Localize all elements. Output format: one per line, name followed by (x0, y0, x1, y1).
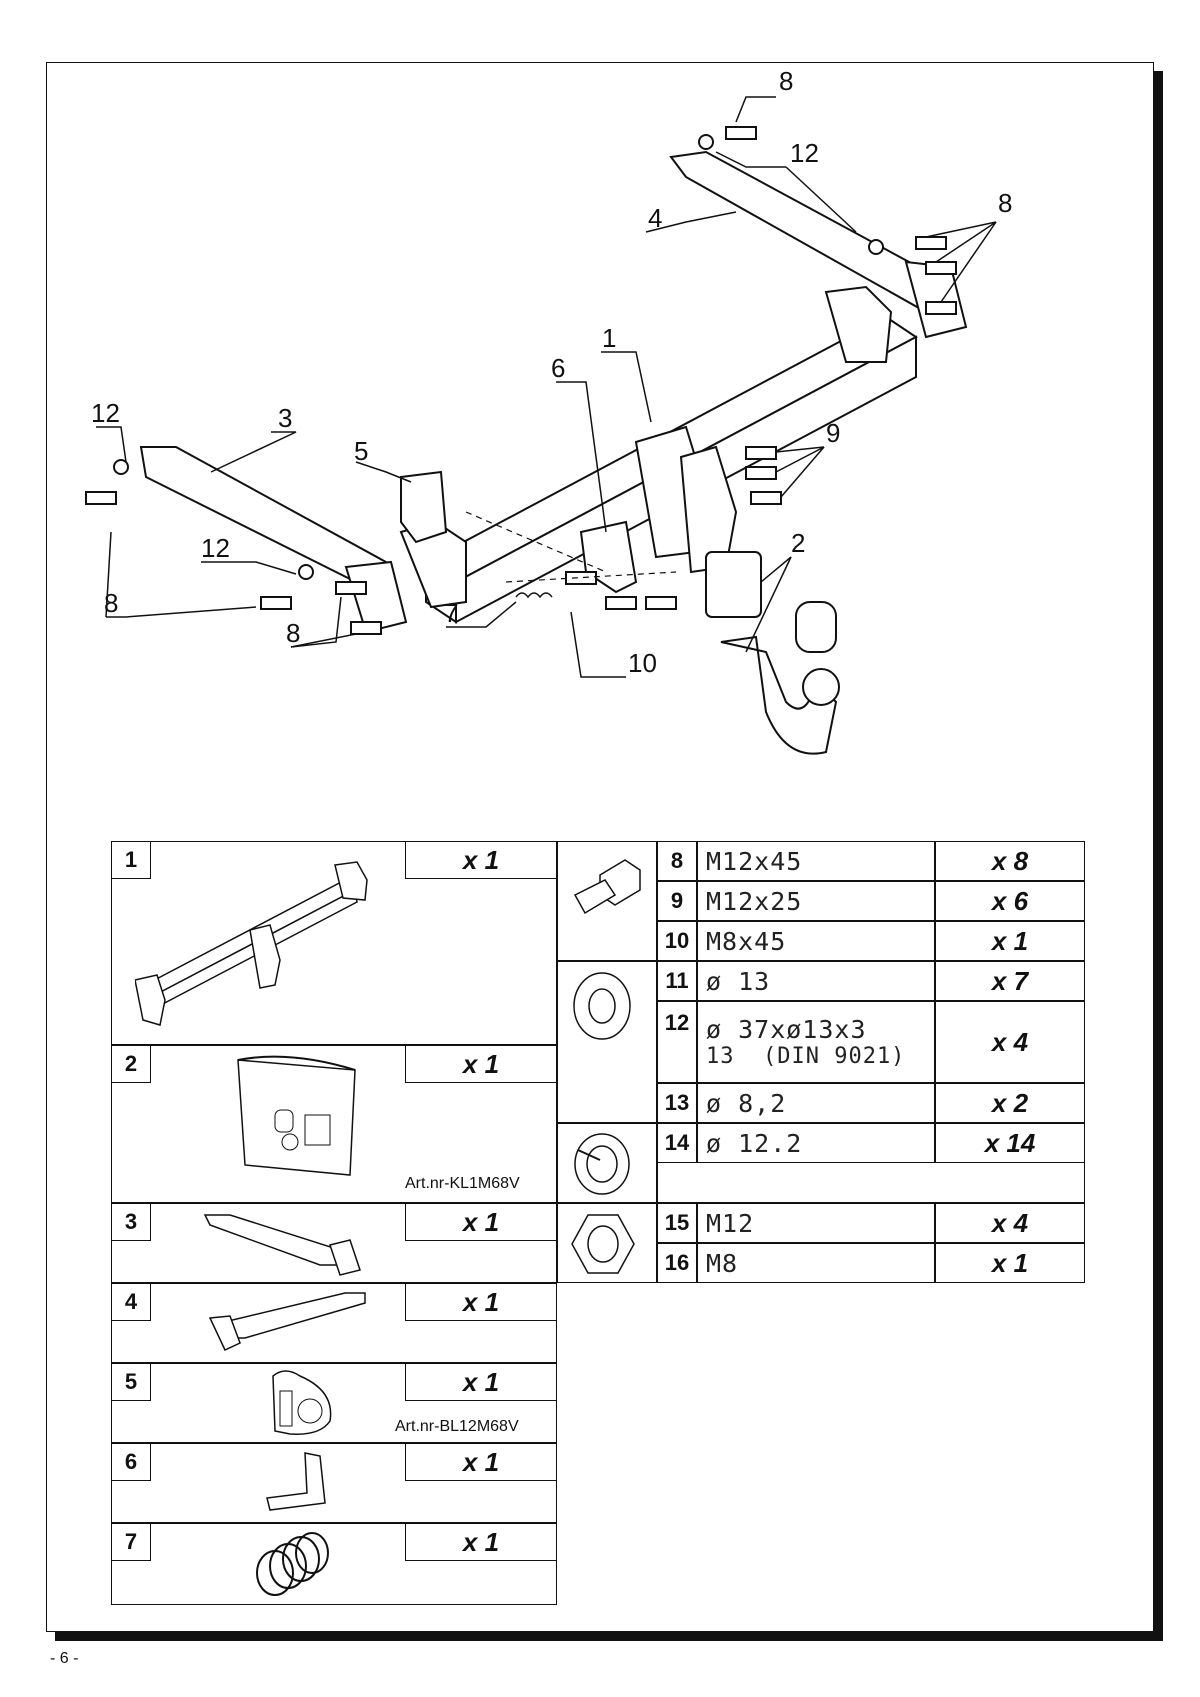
nut-icon (571, 1214, 635, 1274)
callout-12-top: 12 (790, 138, 819, 168)
callout-5: 5 (354, 436, 368, 466)
row-8-qty: x 8 (935, 841, 1085, 881)
callout-8-left: 8 (104, 588, 118, 618)
row-13-number: 13 (657, 1083, 697, 1123)
callout-7: 7 (444, 598, 458, 628)
row-14-qty: x 14 (935, 1123, 1085, 1163)
part-4-qty: x 1 (405, 1283, 557, 1321)
page-number: - 6 - (50, 1650, 79, 1667)
row-14-spec: ø 12.2 (697, 1123, 935, 1163)
row-11-spec: ø 13 (697, 961, 935, 1001)
row-11-qty: x 7 (935, 961, 1085, 1001)
row-16-spec: M8 (697, 1243, 935, 1283)
callout-10: 10 (628, 648, 657, 678)
crossbar-part-1 (399, 285, 918, 624)
callout-8-top: 8 (779, 66, 793, 96)
row-16-qty: x 1 (935, 1243, 1085, 1283)
row-8-number: 8 (657, 841, 697, 881)
bracket-part-5 (400, 470, 448, 544)
part-5-number: 5 (111, 1363, 151, 1401)
towball-part-2 (705, 551, 840, 755)
part-2-article-number: Art.nr-KL1M68V (405, 1175, 520, 1192)
row-9-number: 9 (657, 881, 697, 921)
spring-washer-icon (574, 1133, 630, 1195)
part-7-number: 7 (111, 1523, 151, 1561)
part-2-thumbnail (237, 1055, 356, 1176)
part-6-qty: x 1 (405, 1443, 557, 1481)
callout-12-left: 12 (91, 398, 120, 428)
part-3-qty: x 1 (405, 1203, 557, 1241)
callout-12-mid: 12 (201, 533, 230, 563)
part-5-qty: x 1 (405, 1363, 557, 1401)
row-12-spec: ø 37xø13x3 (706, 1015, 867, 1044)
row-10-qty: x 1 (935, 921, 1085, 961)
arm-part-4 (669, 150, 968, 339)
bolts (85, 126, 957, 635)
part-1-number: 1 (111, 841, 151, 879)
part-7-qty: x 1 (405, 1523, 557, 1561)
row-12-number: 12 (657, 1001, 697, 1083)
row-14-filler (657, 1163, 1085, 1203)
part-4-number: 4 (111, 1283, 151, 1321)
arm-part-3 (139, 446, 408, 634)
callout-3: 3 (278, 403, 292, 433)
washer-icon (573, 972, 631, 1040)
callout-1: 1 (602, 323, 616, 353)
part-2-qty: x 1 (405, 1045, 557, 1083)
part-3-number: 3 (111, 1203, 151, 1241)
exploded-diagram: 8 12 8 4 1 6 12 3 5 9 12 2 8 8 7 10 (85, 66, 1012, 755)
callout-2: 2 (791, 528, 805, 558)
callout-6: 6 (551, 353, 565, 383)
row-10-spec: M8x45 (697, 921, 935, 961)
part-6-number: 6 (111, 1443, 151, 1481)
callout-8-right: 8 (998, 188, 1012, 218)
row-9-qty: x 6 (935, 881, 1085, 921)
row-12-spec-2: 13 (DIN 9021) (706, 1044, 906, 1069)
part-2-number: 2 (111, 1045, 151, 1083)
callout-9: 9 (826, 418, 840, 448)
row-9-spec: M12x25 (697, 881, 935, 921)
bolt-icon (573, 859, 641, 915)
part-3-thumbnail (203, 1214, 361, 1276)
part-4-thumbnail (208, 1292, 366, 1351)
callout-8-bottom: 8 (286, 618, 300, 648)
row-15-spec: M12 (697, 1203, 935, 1243)
leader-lines (96, 96, 997, 678)
part-3-cell (111, 1203, 557, 1283)
part-1-qty: x 1 (405, 841, 557, 879)
spring-part-7 (515, 592, 553, 599)
part-6-thumbnail (266, 1452, 326, 1511)
row-15-qty: x 4 (935, 1203, 1085, 1243)
part-1-thumbnail (135, 861, 368, 1026)
row-8-spec: M12x45 (697, 841, 935, 881)
row-13-qty: x 2 (935, 1083, 1085, 1123)
callout-4: 4 (648, 203, 662, 233)
row-10-number: 10 (657, 921, 697, 961)
row-12-qty: x 4 (935, 1001, 1085, 1083)
row-11-number: 11 (657, 961, 697, 1001)
row-15-number: 15 (657, 1203, 697, 1243)
bolt-group-cell (557, 841, 657, 961)
row-14-number: 14 (657, 1123, 697, 1163)
part-5-article-number: Art.nr-BL12M68V (395, 1418, 519, 1435)
part-7-thumbnail (256, 1532, 329, 1596)
part-5-thumbnail (272, 1370, 332, 1435)
row-16-number: 16 (657, 1243, 697, 1283)
washers (113, 134, 884, 580)
row-13-spec: ø 8,2 (697, 1083, 935, 1123)
row-12-spec-cell: ø 37xø13x3 13 (DIN 9021) (697, 1001, 935, 1083)
